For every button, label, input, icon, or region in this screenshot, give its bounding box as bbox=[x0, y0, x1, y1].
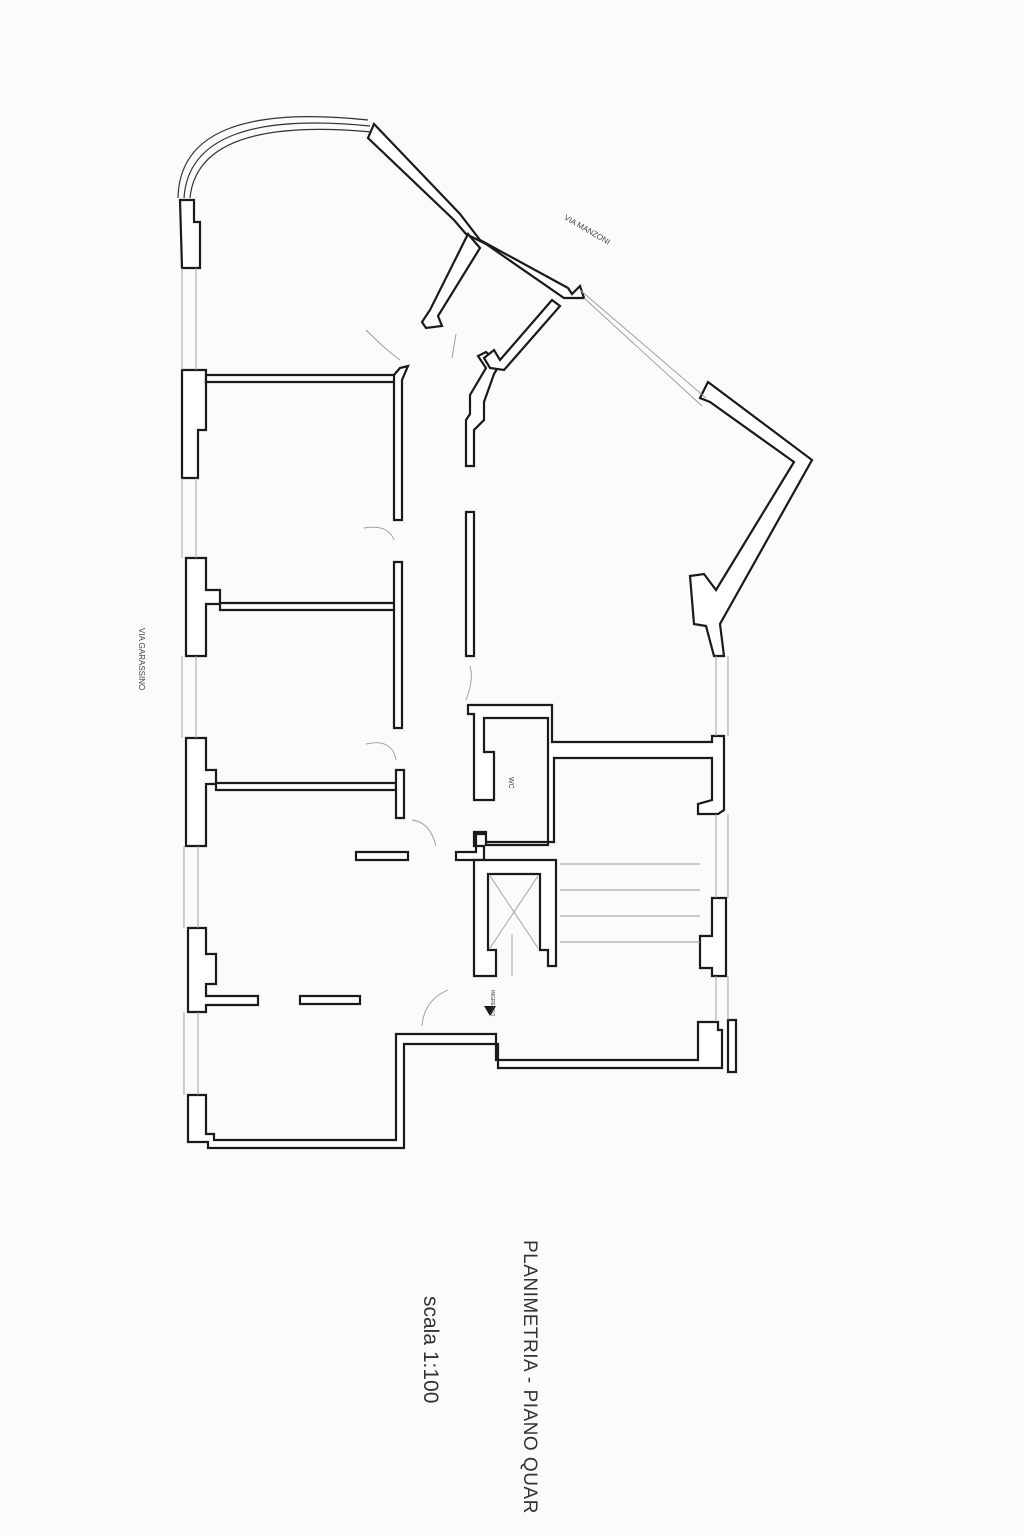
wall-room3-corridor bbox=[394, 768, 406, 820]
wall-corridor-upper bbox=[464, 350, 502, 468]
wall-room2-top bbox=[218, 601, 398, 612]
upper-door-swing bbox=[365, 329, 401, 361]
wall-left-lower bbox=[186, 926, 260, 1014]
wall-upper-room bbox=[420, 232, 482, 330]
wall-room1-corridor bbox=[392, 364, 410, 522]
street-label-garassino: VIA GARASSINO bbox=[137, 628, 146, 691]
stair-lines bbox=[560, 863, 700, 943]
entrance-label: INGRESSO bbox=[489, 990, 495, 1017]
wall-group bbox=[178, 122, 814, 1150]
window-line-right bbox=[715, 656, 729, 1020]
wall-bottom-right-end bbox=[726, 1018, 738, 1074]
wall-stair-block bbox=[472, 858, 558, 978]
door-swing-3 bbox=[465, 665, 472, 701]
plan-scale: scala 1:100 bbox=[419, 1296, 442, 1404]
wall-corridor-mid bbox=[464, 510, 476, 658]
bay-arc-mid bbox=[183, 122, 371, 199]
bay-arc-outer bbox=[177, 116, 369, 199]
corridor-line bbox=[451, 333, 457, 359]
plan-title: PLANIMETRIA - PIANO QUAR bbox=[519, 1240, 540, 1514]
wall-right-pier-1 bbox=[698, 896, 728, 978]
door-swing-2 bbox=[365, 742, 397, 761]
window-line-left-2 bbox=[181, 478, 199, 1095]
bay-window-arcs bbox=[177, 116, 373, 199]
door-swing-4 bbox=[411, 819, 437, 847]
wall-upper-room-right bbox=[482, 298, 562, 372]
wall-room1-top bbox=[204, 373, 398, 384]
wall-room2-corridor bbox=[392, 560, 404, 730]
wall-wc-block bbox=[466, 703, 726, 848]
window-line-manzoni bbox=[579, 289, 707, 407]
wall-wc-stub bbox=[454, 844, 486, 862]
stair-cross-1 bbox=[489, 875, 539, 949]
door-swing-1 bbox=[363, 526, 395, 541]
thin-lines bbox=[181, 268, 729, 1095]
wall-stub-1 bbox=[354, 850, 410, 862]
door-swing-entrance bbox=[421, 989, 449, 1027]
room-label-wc: WC bbox=[507, 777, 514, 789]
bay-arc-inner bbox=[189, 128, 373, 199]
window-line-left-1 bbox=[181, 268, 197, 370]
entrance-arrow-icon bbox=[484, 1006, 496, 1016]
wall-room3-top bbox=[214, 781, 398, 792]
wall-bottom-wing bbox=[186, 1020, 724, 1150]
wall-right-angled bbox=[688, 380, 814, 658]
wall-stub-2 bbox=[298, 994, 362, 1006]
